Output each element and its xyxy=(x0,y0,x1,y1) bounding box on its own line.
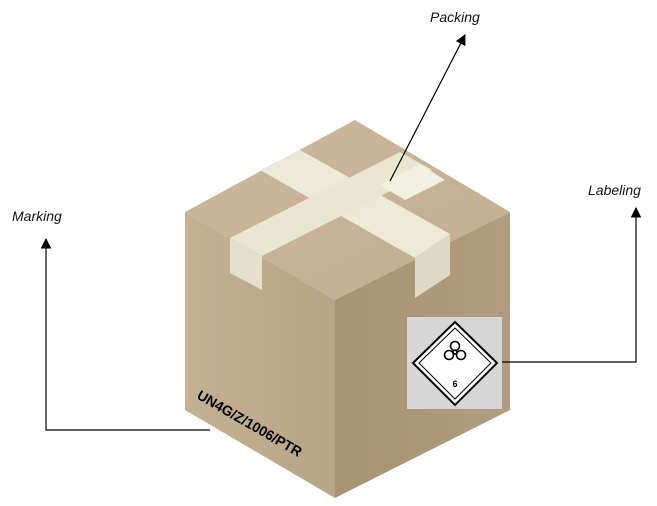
marking-label: Marking xyxy=(12,208,62,224)
hazard-class-number: 6 xyxy=(452,379,457,389)
box-left-face xyxy=(185,212,335,498)
tape-highlight xyxy=(380,164,445,200)
marking-arrow xyxy=(40,237,210,431)
tape-overhang-right xyxy=(415,234,450,298)
packing-arrow xyxy=(389,34,466,182)
labeling-label: Labeling xyxy=(588,182,641,198)
tape-overhang-left xyxy=(230,238,262,290)
hazard-label: 6 xyxy=(407,317,502,409)
biohazard-icon xyxy=(443,340,467,361)
tape-strip-cross xyxy=(230,152,432,256)
labeling-arrow xyxy=(502,206,642,363)
packing-label: Packing xyxy=(430,9,480,25)
cardboard-box xyxy=(185,120,510,498)
label-diamond-outer xyxy=(411,320,499,407)
label-diamond-inner xyxy=(418,327,492,400)
